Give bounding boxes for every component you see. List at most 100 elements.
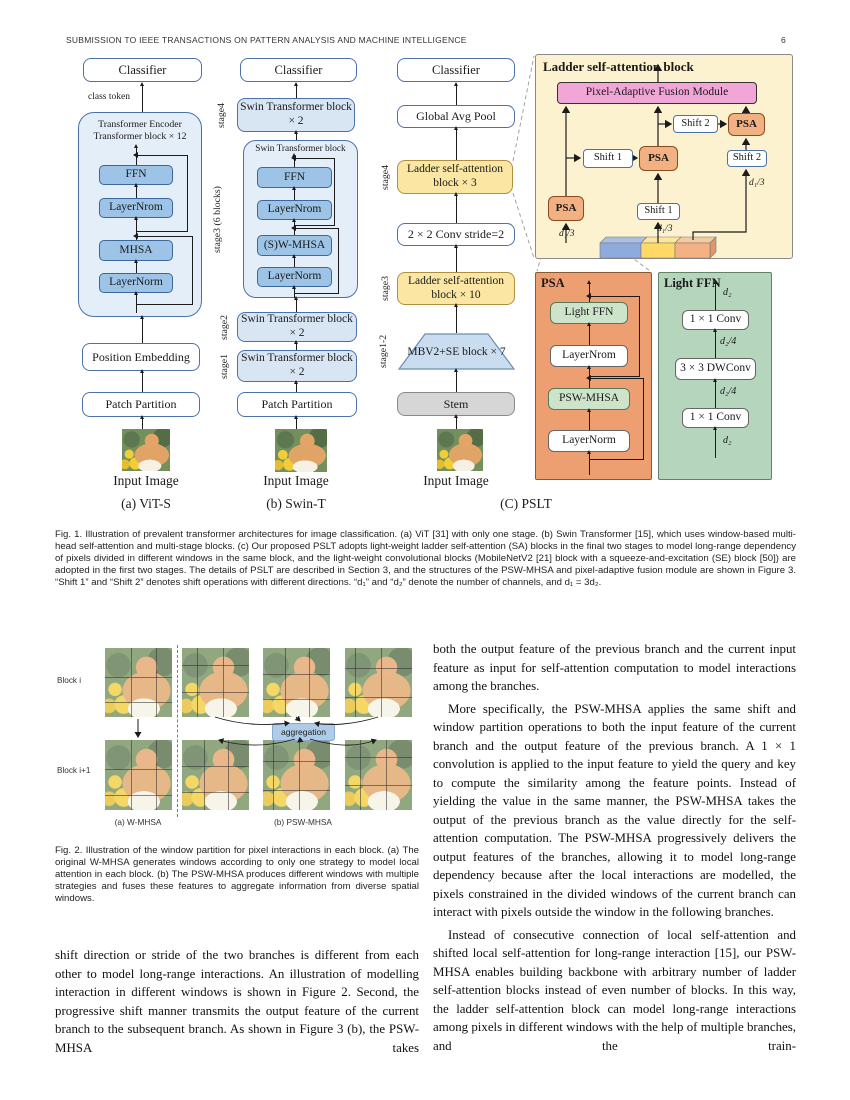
flow-arrow (293, 339, 298, 350)
ladder-panel-connectors (561, 63, 751, 259)
residual-connection (586, 375, 644, 460)
flow-arrow (453, 413, 458, 429)
shift1-box-bottom: Shift 1 (637, 203, 680, 220)
flow-arrow (293, 379, 298, 392)
d1-3-label-left: d₁/3 (559, 229, 575, 239)
flow-arrow (291, 152, 296, 167)
left-column-text: shift direction or stride of the two bra… (55, 948, 419, 1055)
vit-position-embedding-box: Position Embedding (82, 343, 200, 371)
lffn-conv-bottom-box: 1 × 1 Conv (682, 408, 749, 428)
swin-stage3-label: stage3 (6 blocks) (212, 186, 223, 254)
vit-encoder-title: Transformer Encoder Transformer block × … (78, 119, 202, 143)
flow-arrow (139, 81, 144, 112)
trapezoid-shape (397, 333, 516, 370)
block-i-label: Block i (57, 676, 82, 685)
pslt-mbv2-label: MBV2+SE block × 7 (407, 346, 506, 358)
flow-arrow (453, 302, 458, 333)
residual-connection (291, 225, 339, 294)
swin-patch-partition-box: Patch Partition (237, 392, 357, 417)
lffn-dwconv-box: 3 × 3 DWConv (675, 358, 756, 380)
residual-connection (291, 155, 335, 226)
pswmhsa-block-i-image-3 (345, 648, 412, 717)
shift2-box-right: Shift 2 (727, 150, 767, 167)
flow-arrow (586, 449, 591, 475)
pslt-stage12-label: stage1-2 (378, 334, 389, 368)
flow-arrow (586, 321, 591, 345)
shift2-box-top: Shift 2 (673, 115, 718, 133)
d1-3-label-right: d₁/3 (749, 178, 765, 188)
psa-panel-title: PSA (541, 276, 565, 290)
ladder-panel-title: Ladder self-attention block (543, 59, 694, 74)
flow-arrow (453, 81, 458, 105)
flow-arrow (133, 182, 138, 198)
psa-box-right: PSA (728, 113, 765, 136)
vit-mhsa-box: MHSA (99, 240, 173, 261)
flow-arrow (453, 191, 458, 223)
right-paragraph-2: More specifically, the PSW-MHSA applies … (433, 701, 796, 920)
vit-subcaption: (a) ViT-S (121, 496, 171, 511)
flow-arrow (133, 290, 138, 313)
vit-encoder-line1: Transformer Encoder (98, 119, 182, 130)
pswmhsa-block-i1-image-1 (182, 740, 249, 810)
figure2-caption: Fig. 2. Illustration of the window parti… (55, 845, 419, 905)
wmhsa-block-i-image (105, 648, 172, 717)
light-ffn-panel-title: Light FFN (664, 276, 721, 290)
flow-arrow (586, 279, 591, 302)
flow-arrow (139, 314, 144, 343)
pswmhsa-block-i1-image-2 (263, 740, 330, 810)
pslt-mbv2-trapezoid: MBV2+SE block × 7 (397, 333, 516, 370)
flow-arrow (712, 327, 717, 358)
window-grid (182, 740, 249, 810)
d2-4-label-upper: d₂/4 (720, 336, 737, 347)
vit-class-token-label: class token (88, 92, 130, 102)
vit-input-image-label: Input Image (113, 473, 179, 488)
aggregation-box: aggregation (272, 723, 335, 741)
pslt-stem-box: Stem (397, 392, 515, 416)
figure2-arrows (134, 715, 379, 746)
flow-arrow (293, 414, 298, 429)
pswmhsa-subcaption: (b) PSW-MHSA (274, 817, 332, 827)
block-i1-label: Block i+1 (57, 766, 91, 775)
swin-input-image-label: Input Image (263, 473, 329, 488)
window-grid (105, 648, 172, 717)
residual-connection (133, 233, 193, 305)
pslt-stage4-label: stage4 (380, 164, 391, 190)
page-number: 6 (781, 35, 786, 45)
flow-arrow (293, 81, 298, 98)
swin-stage1-label: stage1 (219, 353, 230, 379)
right-paragraph-1: both the output feature of the previous … (433, 642, 796, 693)
pswmhsa-block-i-image-1 (182, 648, 249, 717)
figure-1: Classifier class token Transformer Encod… (55, 50, 795, 520)
window-grid (263, 740, 330, 810)
wmhsa-block-i1-image (105, 740, 172, 810)
residual-connection (586, 293, 640, 377)
subfigure-divider (177, 645, 178, 817)
d2-label-top: d₂ (723, 287, 732, 298)
flow-arrow (712, 377, 717, 408)
pswmhsa-block-i1-image-3 (345, 740, 412, 810)
pslt-subcaption: (C) PSLT (500, 496, 552, 511)
d2-4-label-lower: d₂/4 (720, 386, 737, 397)
residual-connection (133, 152, 188, 232)
flow-arrow (139, 368, 144, 392)
flow-arrow (453, 243, 458, 272)
window-grid (263, 648, 330, 717)
flow-arrow (453, 125, 458, 160)
d1-3-label-mid: d₁/3 (657, 224, 673, 234)
flow-arrow (293, 129, 298, 140)
flow-arrow (291, 253, 296, 267)
figure-2: Block i Block i+1 aggregation (a) W-MHSA… (55, 645, 430, 837)
flow-arrow (712, 279, 717, 310)
window-grid (105, 740, 172, 810)
vit-patch-partition-box: Patch Partition (82, 392, 200, 417)
pslt-input-image-label: Input Image (423, 473, 489, 488)
psa-light-ffn-box: Light FFN (550, 302, 628, 324)
psa-psw-mhsa-box: PSW-MHSA (548, 388, 630, 410)
vit-encoder-line2: Transformer block × 12 (93, 131, 187, 143)
flow-arrow (133, 258, 138, 273)
vit-input-dog-image (122, 429, 170, 471)
pslt-classifier-box: Classifier (397, 58, 515, 82)
psa-layernrom-box: LayerNrom (550, 345, 628, 367)
flow-arrow (291, 185, 296, 200)
flow-arrow (453, 367, 458, 392)
